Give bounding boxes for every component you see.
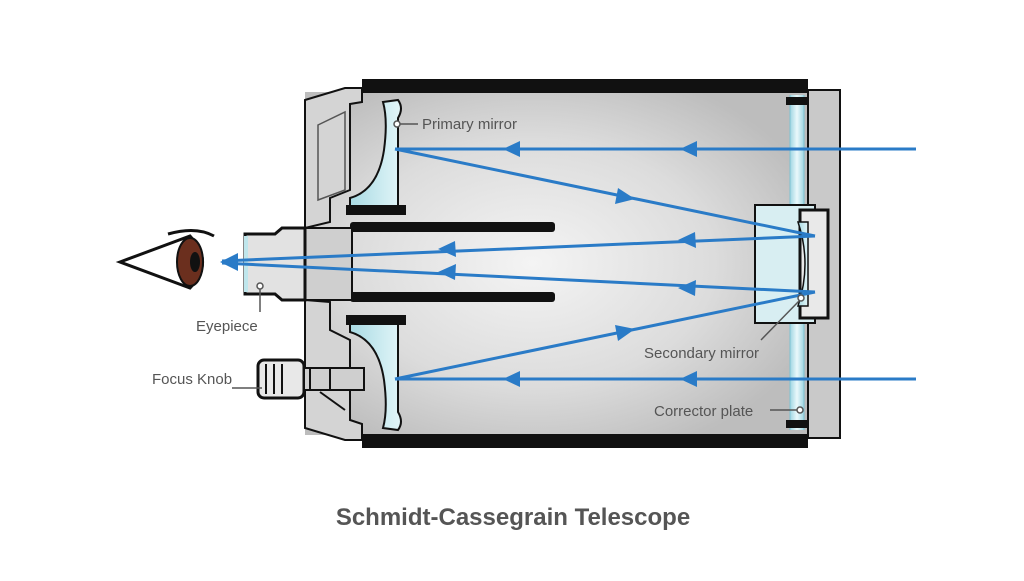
tube-wall-bottom <box>362 434 808 448</box>
baffle-tube <box>350 222 555 232</box>
ray-arrows <box>220 141 697 387</box>
eyepiece <box>243 226 307 302</box>
label-focus-knob: Focus Knob <box>152 371 232 388</box>
label-secondary-mirror: Secondary mirror <box>644 345 759 362</box>
label-primary-mirror: Primary mirror <box>422 116 517 133</box>
label-eyepiece: Eyepiece <box>196 318 258 335</box>
primary-mirror-bottom <box>349 317 402 432</box>
primary-mirror-top <box>349 98 402 213</box>
focus-knob <box>256 358 365 411</box>
callout-lines <box>232 120 805 414</box>
light-rays <box>221 147 916 381</box>
rear-cell <box>304 87 363 230</box>
eye-icon <box>115 229 215 290</box>
diagram-title: Schmidt-Cassegrain Telescope <box>336 504 690 531</box>
tube-wall-top <box>362 79 808 93</box>
tube-body <box>305 92 810 435</box>
label-corrector-plate: Corrector plate <box>654 403 753 420</box>
